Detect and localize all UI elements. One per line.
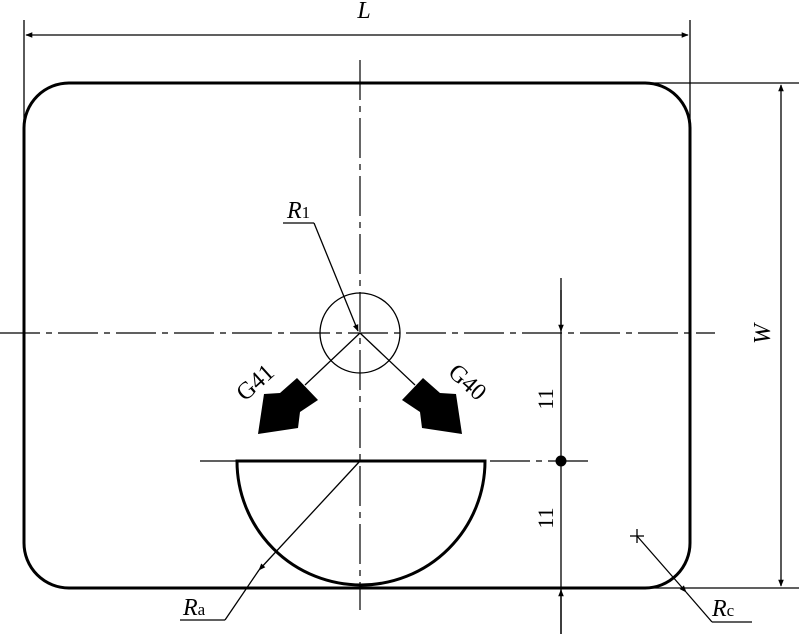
g41-path-line [304, 332, 361, 386]
label-length: L [356, 0, 370, 24]
semicircle-pocket [235, 459, 487, 587]
dimension-junction-dot [555, 455, 567, 467]
rc-leader [636, 535, 687, 593]
workpiece-outline [22, 81, 692, 590]
label-dim-lower: 11 [533, 507, 558, 528]
g40-arrow [402, 378, 462, 434]
label-rc: Rc [711, 596, 735, 622]
label-ra: Ra [182, 595, 206, 621]
tool-circle [319, 292, 401, 374]
rc-leader-tail [685, 591, 713, 623]
ra-leader [258, 460, 361, 571]
r1-leader [313, 222, 359, 332]
label-r1: R1 [286, 198, 310, 224]
ra-leader-tail [224, 569, 260, 621]
g41-arrow [258, 378, 318, 434]
label-dim-upper: 11 [533, 388, 558, 409]
g40-path-line [359, 332, 416, 386]
label-width: W [750, 322, 776, 344]
